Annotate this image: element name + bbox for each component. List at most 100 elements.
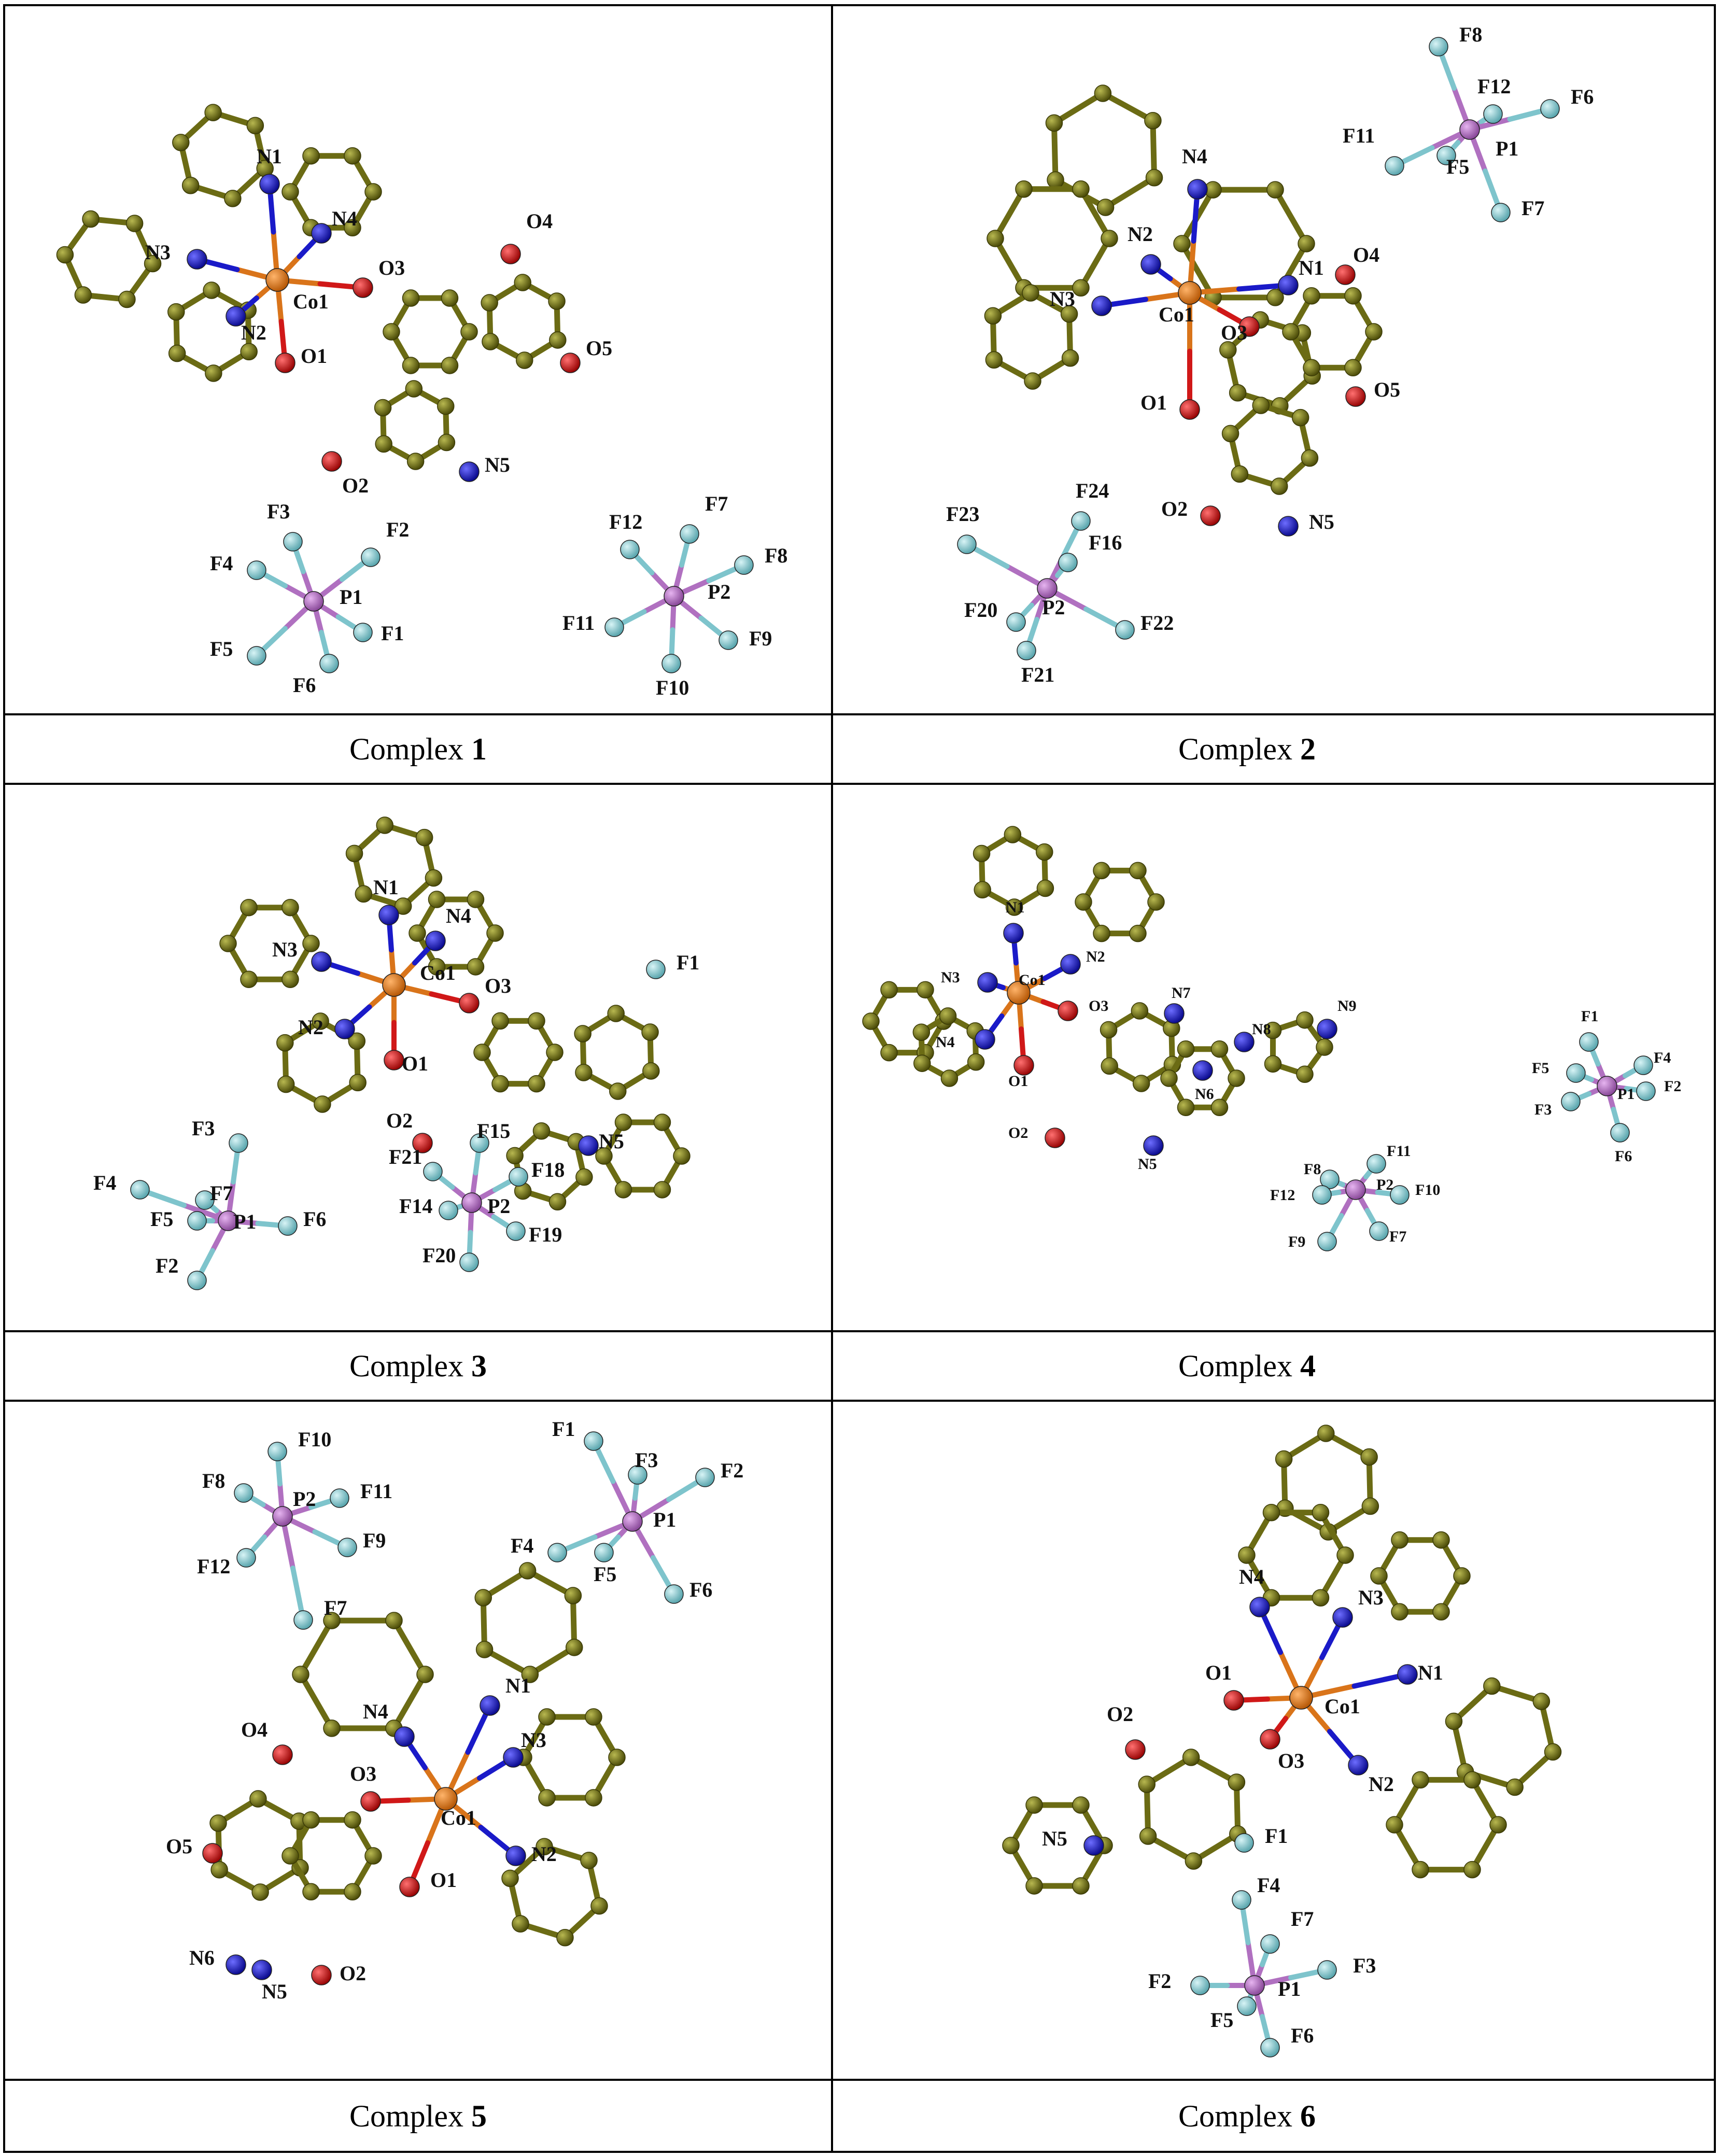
atom-label: F6 bbox=[1291, 2024, 1314, 2047]
atom-n3 bbox=[187, 249, 207, 270]
atom-label: P2 bbox=[487, 1194, 510, 1218]
complex-1-structure: N1N4N3Co1O3O4O5N2O1O2N5F3F2F4P1F1F5F6F12… bbox=[56, 104, 787, 699]
carbon-bond bbox=[992, 186, 1027, 242]
carbon-atom bbox=[1072, 1877, 1090, 1895]
carbon-atom bbox=[1532, 1693, 1551, 1710]
atom-f6 bbox=[1260, 2038, 1280, 2058]
carbon-atom bbox=[344, 1811, 361, 1829]
atom-label: Co1 bbox=[420, 961, 456, 984]
atom-label: O1 bbox=[430, 1868, 457, 1892]
atom-n4 bbox=[1187, 179, 1208, 200]
atom-n3 bbox=[503, 1747, 524, 1768]
atom-co1 bbox=[1178, 281, 1202, 305]
carbon-atom bbox=[1360, 1448, 1378, 1466]
ligand-skeleton bbox=[56, 104, 567, 470]
carbon-atom bbox=[987, 230, 1004, 247]
carbon-atom bbox=[74, 286, 92, 304]
atom-n4 bbox=[311, 223, 332, 244]
atom-f19 bbox=[506, 1221, 526, 1241]
carbon-atom bbox=[1344, 359, 1362, 377]
atom-n4 bbox=[394, 1726, 415, 1747]
atom-n5 bbox=[1143, 1135, 1164, 1156]
carbon-atom bbox=[1296, 1011, 1314, 1029]
carbon-atom bbox=[425, 869, 443, 887]
atom-label: F8 bbox=[1304, 1161, 1321, 1178]
atom-label: N4 bbox=[363, 1700, 388, 1723]
carbon-atom bbox=[1129, 862, 1147, 880]
atom-label: N2 bbox=[1086, 948, 1105, 965]
atom-f16 bbox=[1058, 553, 1078, 572]
atom-label: F5 bbox=[1446, 155, 1469, 178]
atom-label: F5 bbox=[1210, 2008, 1233, 2032]
carbon-bond bbox=[1150, 118, 1158, 181]
atom-label: O3 bbox=[350, 1762, 376, 1785]
atom-label: F3 bbox=[267, 500, 290, 523]
carbon-atom bbox=[1432, 1603, 1450, 1621]
atom-label: F12 bbox=[1270, 1187, 1295, 1204]
atom-f1 bbox=[1579, 1032, 1599, 1052]
caption-complex-5: Complex 5 bbox=[349, 2099, 487, 2133]
atom-f3 bbox=[283, 532, 303, 552]
carbon-atom bbox=[528, 1012, 545, 1030]
atom-n5 bbox=[251, 1960, 272, 1980]
ligand-skeleton bbox=[862, 826, 1333, 1117]
carbon-atom bbox=[1391, 1531, 1408, 1549]
carbon-atom bbox=[204, 104, 222, 121]
carbon-atom bbox=[302, 1883, 320, 1901]
atom-p1 bbox=[218, 1210, 238, 1231]
carbon-atom bbox=[1185, 1852, 1203, 1870]
carbon-atom bbox=[1147, 893, 1165, 911]
atom-n1 bbox=[259, 174, 280, 194]
atom-label: F1 bbox=[677, 951, 699, 974]
atom-co1 bbox=[1289, 1686, 1313, 1710]
atom-label: F18 bbox=[531, 1158, 565, 1181]
atom-label: Co1 bbox=[293, 290, 329, 313]
carbon-atom bbox=[1453, 1567, 1471, 1585]
carbon-atom bbox=[1060, 305, 1078, 323]
carbon-atom bbox=[1139, 1827, 1157, 1845]
carbon-atom bbox=[1282, 323, 1300, 341]
carbon-atom bbox=[438, 433, 456, 452]
carbon-atom bbox=[312, 1012, 329, 1030]
atom-label: N2 bbox=[1369, 1772, 1394, 1796]
atom-o3 bbox=[1260, 1729, 1280, 1750]
atom-label: O2 bbox=[340, 1962, 366, 1985]
carbon-atom bbox=[1298, 235, 1315, 252]
carbon-atom bbox=[595, 1147, 613, 1165]
caption-complex-4: Complex 4 bbox=[1178, 1349, 1316, 1383]
carbon-atom bbox=[467, 891, 485, 908]
carbon-atom bbox=[1025, 1877, 1043, 1895]
carbon-atom bbox=[240, 898, 258, 917]
carbon-atom bbox=[1036, 843, 1053, 861]
atom-f7 bbox=[1369, 1221, 1389, 1241]
atom-f10 bbox=[661, 654, 681, 673]
caption-complex-6: Complex 6 bbox=[1178, 2099, 1316, 2133]
atom-f1 bbox=[353, 623, 373, 642]
carbon-atom bbox=[642, 1062, 660, 1080]
atom-label: N1 bbox=[1006, 899, 1025, 916]
atom-label: N6 bbox=[189, 1946, 215, 1969]
carbon-atom bbox=[506, 1147, 524, 1165]
atom-f8 bbox=[234, 1483, 253, 1503]
carbon-atom bbox=[1445, 1712, 1463, 1730]
carbon-atom bbox=[580, 1852, 598, 1869]
atom-label: F8 bbox=[202, 1469, 225, 1492]
atom-f5 bbox=[247, 646, 266, 666]
atom-label: N3 bbox=[1358, 1586, 1384, 1609]
atom-label: F4 bbox=[511, 1534, 533, 1557]
carbon-atom bbox=[1096, 199, 1115, 216]
atom-label: O3 bbox=[485, 974, 511, 997]
atom-label: N1 bbox=[505, 1674, 531, 1697]
labelled-atoms: N1N4N3Co1O3O4O5N2O1O2N5F3F2F4P1F1F5F6F12… bbox=[145, 145, 787, 699]
atom-label: N9 bbox=[1337, 997, 1357, 1014]
atom-f2 bbox=[187, 1271, 207, 1290]
carbon-atom bbox=[460, 323, 478, 341]
carbon-bond bbox=[1103, 175, 1158, 210]
atom-co1 bbox=[382, 973, 406, 997]
atom-f21 bbox=[423, 1162, 443, 1181]
atom-f9 bbox=[337, 1538, 357, 1557]
atom-label: N3 bbox=[1050, 287, 1075, 311]
carbon-atom bbox=[302, 147, 320, 165]
atom-label: F6 bbox=[1571, 85, 1594, 108]
